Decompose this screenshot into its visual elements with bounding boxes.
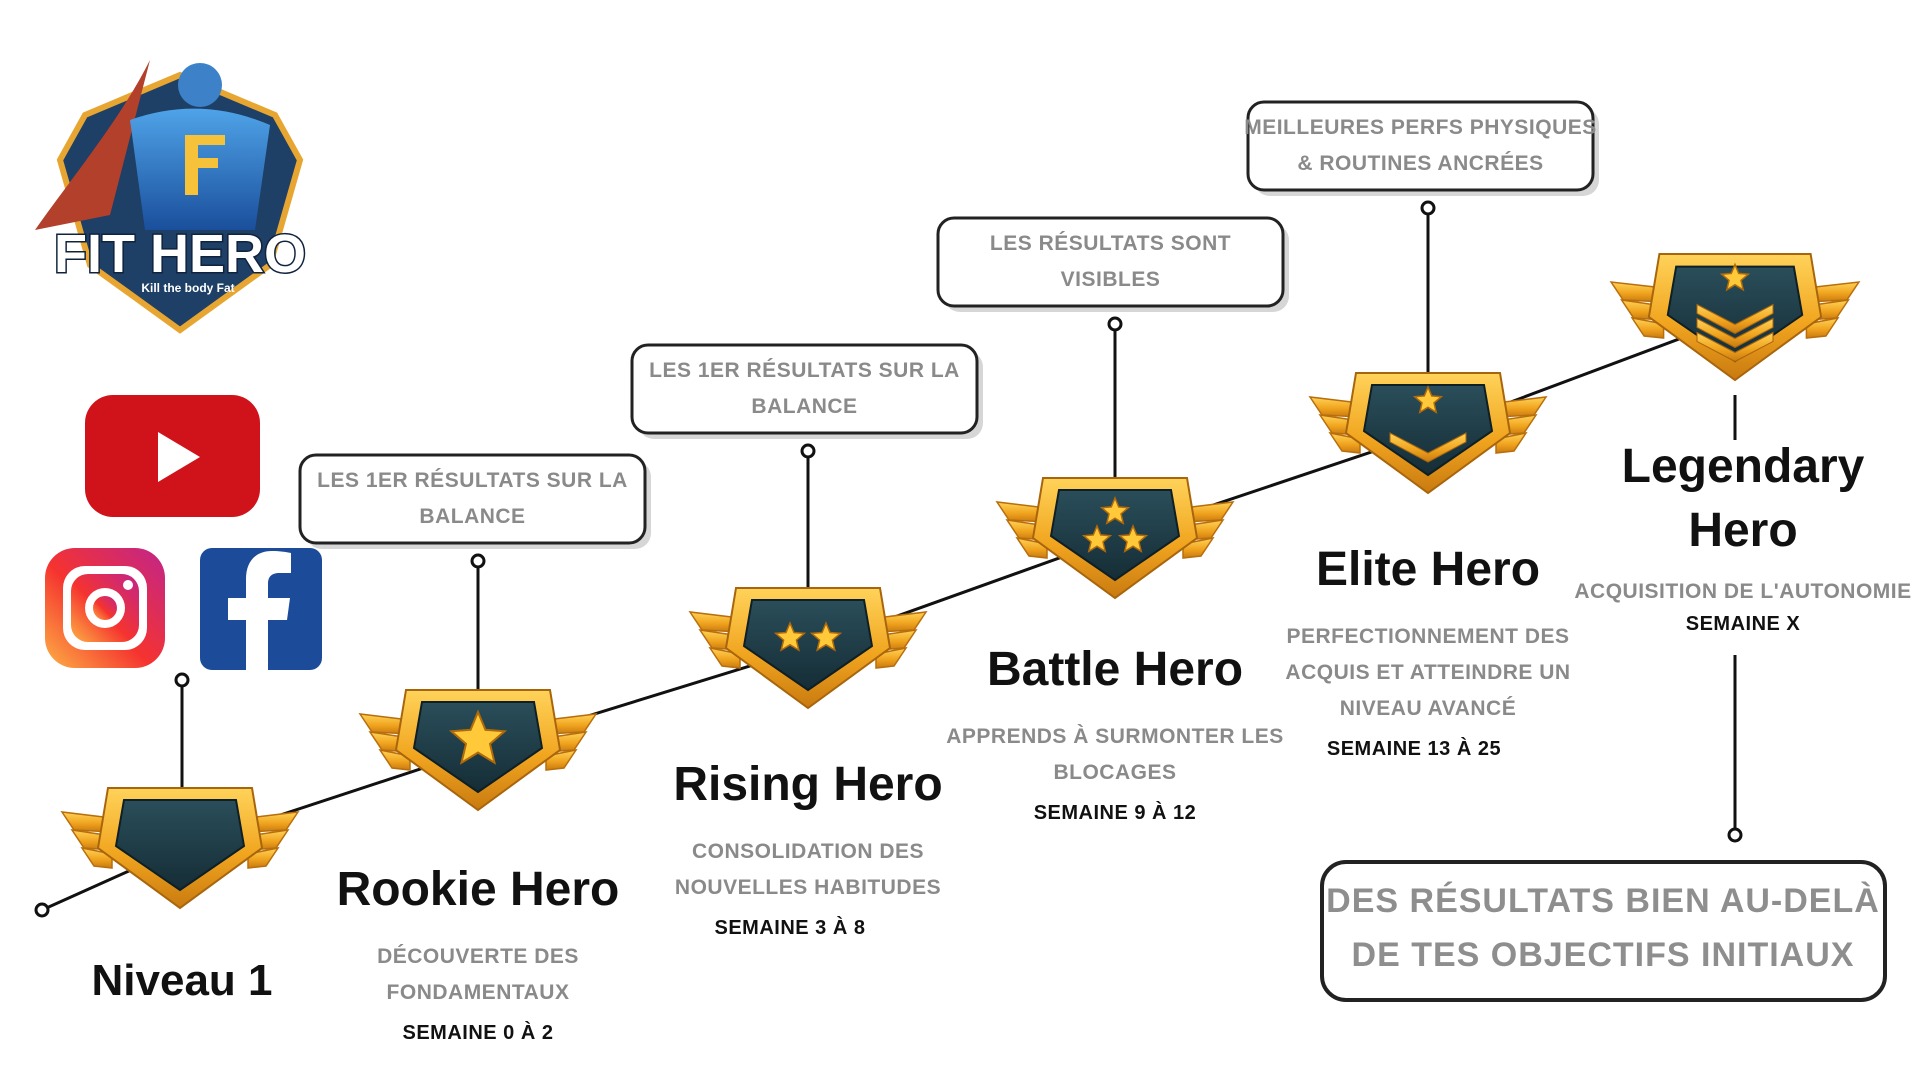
star-icon xyxy=(1081,524,1113,553)
chevron-icon xyxy=(1696,331,1774,363)
level-week: SEMAINE 9 À 12 xyxy=(1034,801,1197,824)
callout-text: BALANCE xyxy=(419,505,525,528)
level-week: SEMAINE 3 À 8 xyxy=(715,916,866,939)
level-description: ACQUIS ET ATTEINDRE UN xyxy=(1285,661,1570,684)
logo-tagline: Kill the body Fat xyxy=(141,281,234,295)
level-week: SEMAINE X xyxy=(1686,613,1801,635)
callout-2: LES 1ER RÉSULTATS SUR LA BALANCE xyxy=(630,343,983,588)
level-title: Rising Hero xyxy=(673,758,942,811)
logo-name: FIT HERO xyxy=(54,224,306,284)
chevron-icon xyxy=(1696,317,1774,349)
level-title: Legendary xyxy=(1622,440,1865,493)
callout-dot xyxy=(800,443,816,459)
callout-text: LES 1ER RÉSULTATS SUR LA xyxy=(317,469,628,492)
final-line-2: DE TES OBJECTIFS INITIAUX xyxy=(1352,936,1855,974)
star-icon xyxy=(809,621,843,652)
level-title: Niveau 1 xyxy=(92,956,273,1005)
instagram-icon[interactable] xyxy=(45,548,165,668)
star-icon xyxy=(773,621,807,652)
badge-1 xyxy=(358,689,598,812)
level-week: SEMAINE 0 À 2 xyxy=(403,1021,554,1044)
callout-text: VISIBLES xyxy=(1061,268,1161,291)
star-icon xyxy=(1099,496,1131,525)
level-week: SEMAINE 13 À 25 xyxy=(1327,737,1501,760)
level-label-0: Niveau 1 xyxy=(92,956,273,1005)
star-icon xyxy=(1117,524,1149,553)
final-result-box: DES RÉSULTATS BIEN AU-DELÀ DE TES OBJECT… xyxy=(1320,860,1887,1002)
badge-0 xyxy=(60,787,300,910)
level-description: PERFECTIONNEMENT DES xyxy=(1286,625,1569,648)
facebook-icon[interactable] xyxy=(200,548,322,670)
level-description: NOUVELLES HABITUDES xyxy=(675,876,941,899)
callout-4: MEILLEURES PERFS PHYSIQUES & ROUTINES ANC… xyxy=(1244,100,1599,373)
hero-head-icon xyxy=(178,63,222,107)
chevron-icon xyxy=(1696,303,1774,335)
badge-3 xyxy=(995,477,1235,600)
level-description: DÉCOUVERTE DES xyxy=(377,945,579,968)
callout-3: LES RÉSULTATS SONT VISIBLES xyxy=(936,216,1289,478)
callout-text: LES RÉSULTATS SONT xyxy=(990,232,1231,255)
level-description: ACQUISITION DE L'AUTONOMIE xyxy=(1574,580,1911,603)
level-description: NIVEAU AVANCÉ xyxy=(1340,697,1516,720)
star-icon xyxy=(448,709,508,765)
level-title: Rookie Hero xyxy=(337,863,620,916)
callout-box xyxy=(936,216,1285,308)
badge-5 xyxy=(1609,253,1861,382)
level1-dot xyxy=(174,672,190,688)
callout-box xyxy=(298,453,647,545)
level-title: Hero xyxy=(1688,504,1797,557)
callout-dot xyxy=(1420,200,1436,216)
legendary-dot xyxy=(1727,827,1743,843)
badge-center xyxy=(1362,384,1494,477)
callout-dot xyxy=(1107,316,1123,332)
callout-dot xyxy=(470,553,486,569)
final-line-1: DES RÉSULTATS BIEN AU-DELÀ xyxy=(1326,882,1880,920)
callout-text: LES 1ER RÉSULTATS SUR LA xyxy=(649,359,960,382)
chevron-icon xyxy=(1389,432,1467,463)
callout-box xyxy=(630,343,979,435)
level-description: CONSOLIDATION DES xyxy=(692,840,924,863)
badge-4 xyxy=(1308,372,1548,495)
callout-box xyxy=(1246,100,1595,192)
cape-icon xyxy=(35,60,150,230)
callout-text: & ROUTINES ANCRÉES xyxy=(1297,152,1543,175)
callout-text: BALANCE xyxy=(751,395,857,418)
level-title: Battle Hero xyxy=(987,643,1243,696)
callout-1: LES 1ER RÉSULTATS SUR LA BALANCE xyxy=(298,453,651,690)
youtube-icon[interactable] xyxy=(85,395,260,517)
path-start-dot xyxy=(34,902,50,918)
badge-center xyxy=(114,799,246,892)
badge-center xyxy=(1049,489,1181,582)
callout-text: MEILLEURES PERFS PHYSIQUES xyxy=(1244,116,1597,139)
level-description: FONDAMENTAUX xyxy=(387,981,570,1004)
badges xyxy=(60,253,1861,910)
badge-center xyxy=(742,599,874,692)
hero-body-icon xyxy=(130,108,270,230)
level-description: APPRENDS À SURMONTER LES xyxy=(946,725,1284,748)
level-title: Elite Hero xyxy=(1316,543,1540,596)
star-icon xyxy=(1412,385,1444,414)
fit-hero-logo: FIT HERO Kill the body Fat xyxy=(35,60,308,334)
star-icon xyxy=(1719,262,1751,292)
level-description: BLOCAGES xyxy=(1053,761,1176,784)
badge-2 xyxy=(688,587,928,710)
